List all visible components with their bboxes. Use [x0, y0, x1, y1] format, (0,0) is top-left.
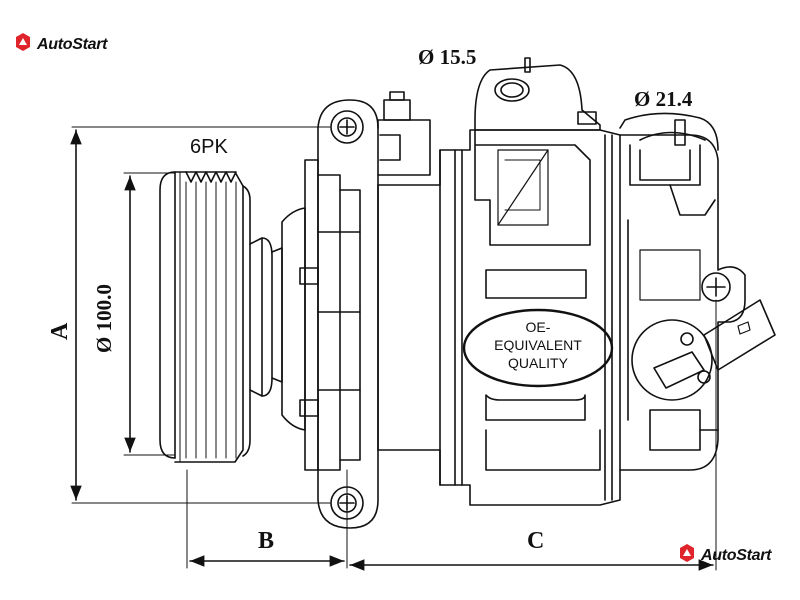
badge-line-3: QUALITY	[508, 355, 568, 371]
dimension-c-line	[349, 299, 717, 571]
dimension-a-line	[70, 126, 331, 504]
badge-line-1: OE-	[525, 319, 551, 335]
brand-name: AutoStart	[37, 35, 108, 53]
pulley-hub	[249, 237, 283, 397]
brand-mark-icon	[13, 32, 33, 57]
brand-name: AutoStart	[701, 546, 772, 564]
pulley-diameter-label: Ø 100.0	[92, 284, 116, 353]
brand-mark-icon	[677, 543, 697, 568]
compressor-body	[377, 57, 621, 506]
oe-badge-outline	[462, 308, 614, 388]
dimension-c-label: C	[527, 528, 545, 554]
pulley-diameter-line	[123, 172, 176, 456]
suction-port-label: Ø 15.5	[418, 45, 477, 69]
pulley	[159, 171, 251, 463]
brand-logo-top: AutoStart	[13, 32, 107, 57]
dimension-a-label: A	[47, 322, 73, 340]
brand-logo-bottom: AutoStart	[677, 543, 771, 568]
pulley-type-label: 6PK	[190, 136, 228, 158]
discharge-port-label: Ø 21.4	[634, 87, 693, 111]
rear-head	[619, 112, 776, 471]
oe-badge: OE- EQUIVALENT QUALITY	[464, 318, 612, 372]
badge-line-2: EQUIVALENT	[494, 337, 582, 353]
front-housing	[281, 99, 379, 529]
dimension-b-label: B	[258, 528, 275, 554]
